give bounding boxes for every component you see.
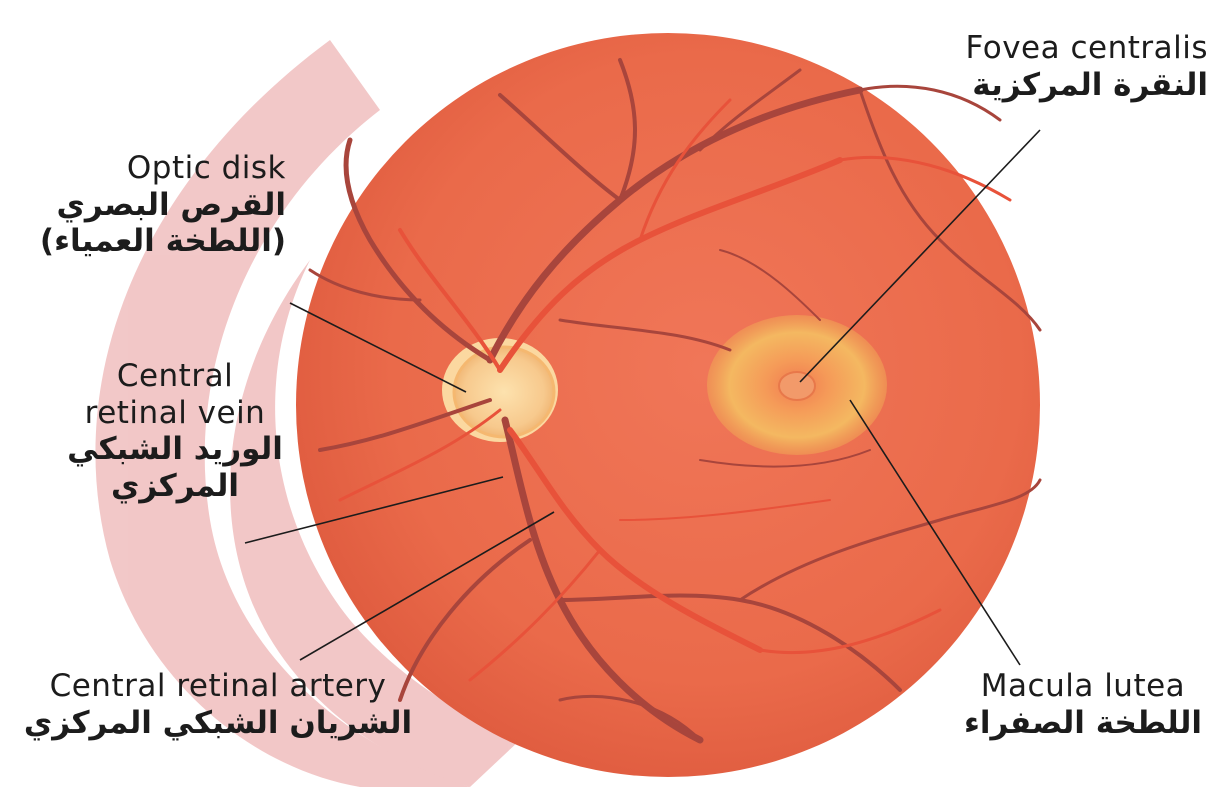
label-central-vein-ar2: المركزي — [55, 468, 295, 505]
label-fovea-ar: النقرة المركزية — [966, 67, 1209, 104]
label-optic-disk-en: Optic disk — [40, 150, 286, 187]
retina-fundus — [296, 33, 1040, 777]
label-central-vein-en1: Central — [55, 358, 295, 395]
label-optic-disk-ar1: القرص البصري — [40, 187, 286, 224]
label-central-vein: Central retinal vein الوريد الشبكي المرك… — [55, 358, 295, 504]
label-optic-disk-ar2: (اللطخة العمياء) — [40, 223, 286, 260]
label-macula-en: Macula lutea — [958, 668, 1208, 705]
label-fovea: Fovea centralis النقرة المركزية — [966, 30, 1209, 103]
label-central-vein-ar1: الوريد الشبكي — [55, 431, 295, 468]
label-macula: Macula lutea اللطخة الصفراء — [958, 668, 1208, 741]
label-central-artery-en: Central retinal artery — [8, 668, 428, 705]
label-central-vein-en2: retinal vein — [55, 395, 295, 432]
label-optic-disk: Optic disk القرص البصري (اللطخة العمياء) — [40, 150, 286, 260]
label-central-artery-ar: الشريان الشبكي المركزي — [8, 705, 428, 742]
label-macula-ar: اللطخة الصفراء — [958, 705, 1208, 742]
label-central-artery: Central retinal artery الشريان الشبكي ال… — [8, 668, 428, 741]
label-fovea-en: Fovea centralis — [966, 30, 1209, 67]
fovea-shape — [779, 372, 815, 400]
